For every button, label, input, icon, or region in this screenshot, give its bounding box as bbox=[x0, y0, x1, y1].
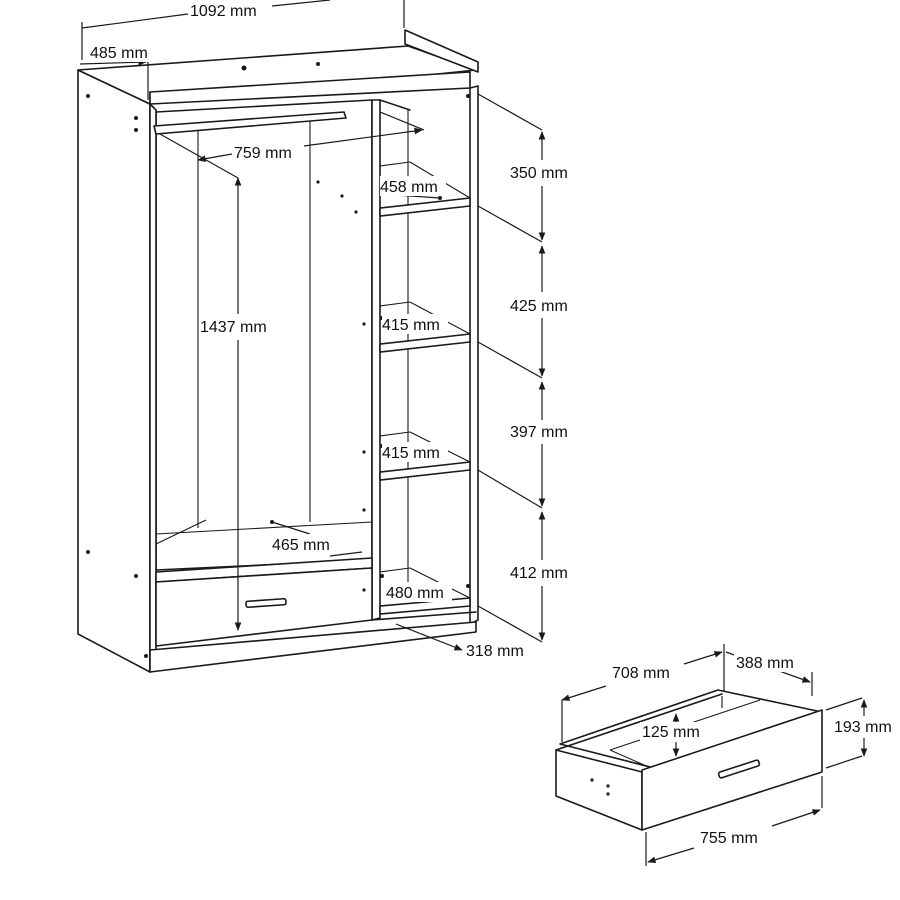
label-shelf-1-width: 458 mm bbox=[380, 179, 438, 196]
label-plinth-depth: 318 mm bbox=[466, 643, 524, 660]
assembly-holes bbox=[86, 62, 470, 658]
label-compartment-1-height: 350 mm bbox=[510, 165, 568, 182]
drawer-handle bbox=[717, 759, 761, 779]
drawer-unit bbox=[555, 689, 823, 831]
label-bottom-compartment-width: 480 mm bbox=[386, 585, 444, 602]
label-drawer-inner-height: 125 mm bbox=[642, 724, 700, 741]
shelf-1 bbox=[379, 197, 471, 217]
left-side-panel bbox=[77, 69, 151, 673]
label-drawer-inner-width: 708 mm bbox=[612, 665, 670, 682]
dimension-labels: 1092 mm 485 mm 759 mm 1437 mm 465 mm 458… bbox=[88, 0, 900, 848]
label-compartment-3-height: 397 mm bbox=[510, 424, 568, 441]
label-shelf-3-width: 415 mm bbox=[382, 445, 440, 462]
bottom-plinth bbox=[149, 621, 477, 673]
right-side-edge bbox=[469, 85, 479, 625]
shelf-2 bbox=[379, 333, 471, 353]
label-compartment-4-height: 412 mm bbox=[510, 565, 568, 582]
shelf-3 bbox=[379, 461, 471, 481]
label-bottom-shelf-depth: 465 mm bbox=[272, 537, 330, 554]
left-front-edge bbox=[149, 103, 157, 673]
label-drawer-front-width: 755 mm bbox=[700, 830, 758, 847]
label-drawer-front-height: 193 mm bbox=[834, 719, 892, 736]
wardrobe-drawer-handle bbox=[245, 597, 287, 609]
label-compartment-2-height: 425 mm bbox=[510, 298, 568, 315]
wardrobe-cabinet bbox=[77, 29, 479, 673]
label-drawer-depth: 388 mm bbox=[736, 655, 794, 672]
dimension-lines bbox=[79, 0, 546, 651]
label-shelf-2-width: 415 mm bbox=[382, 317, 440, 334]
back-edge bbox=[404, 29, 479, 73]
label-hanging-height: 1437 mm bbox=[200, 319, 267, 336]
label-overall-width: 1092 mm bbox=[190, 3, 257, 20]
label-overall-depth: 485 mm bbox=[90, 45, 148, 62]
label-rail-width: 759 mm bbox=[234, 145, 292, 162]
hanging-rail bbox=[153, 111, 347, 135]
middle-divider bbox=[371, 99, 381, 621]
